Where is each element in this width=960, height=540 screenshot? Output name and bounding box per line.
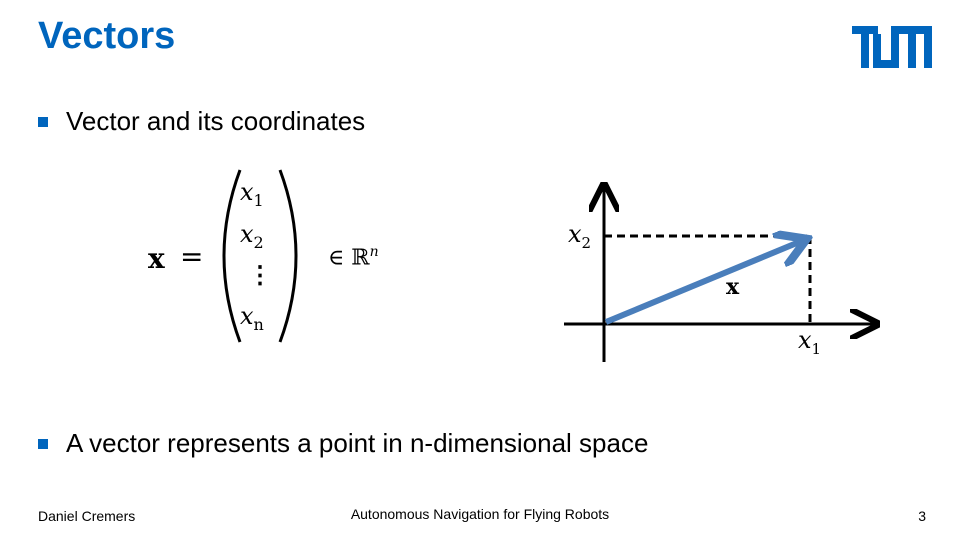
label-vector: x [726, 274, 740, 300]
bullet-text: A vector represents a point in n-dimensi… [66, 428, 649, 458]
footer-course: Autonomous Navigation for Flying Robots [350, 506, 610, 522]
entry-text: x2 [240, 220, 264, 252]
slide-title: Vectors [38, 15, 176, 57]
vector-diagram: x2 x1 x [556, 176, 896, 376]
page-number: 3 [918, 508, 926, 524]
right-parenthesis [278, 169, 298, 343]
vector-arrow [604, 240, 804, 325]
equals-sign: = [180, 240, 204, 273]
vector-entry: xn [240, 302, 264, 334]
label-x2: x2 [568, 220, 592, 252]
bullet-text: Vector and its coordinates [66, 106, 366, 136]
footer-author: Daniel Cremers [38, 508, 136, 524]
vector-entry: ⋮ [248, 260, 272, 289]
entry-text: ⋮ [248, 260, 272, 289]
vector-entry: x1 [240, 178, 264, 210]
membership-symbol: ∈ ℝn [328, 244, 379, 271]
left-parenthesis [222, 169, 242, 343]
bullet-item: Vector and its coordinates [38, 106, 365, 137]
entry-text: x1 [240, 178, 264, 210]
coordinate-axes [564, 176, 896, 362]
vector-entry: x2 [240, 220, 264, 252]
label-x1: x1 [798, 326, 822, 358]
vector-symbol: x [148, 242, 165, 275]
tum-logo [852, 26, 932, 68]
vector-equation: x = x1 x2 ⋮ xn ∈ ℝn [148, 168, 398, 348]
square-bullet-icon [38, 116, 48, 127]
bullet-item: A vector represents a point in n-dimensi… [38, 428, 648, 459]
square-bullet-icon [38, 438, 48, 449]
entry-text: xn [240, 302, 264, 334]
